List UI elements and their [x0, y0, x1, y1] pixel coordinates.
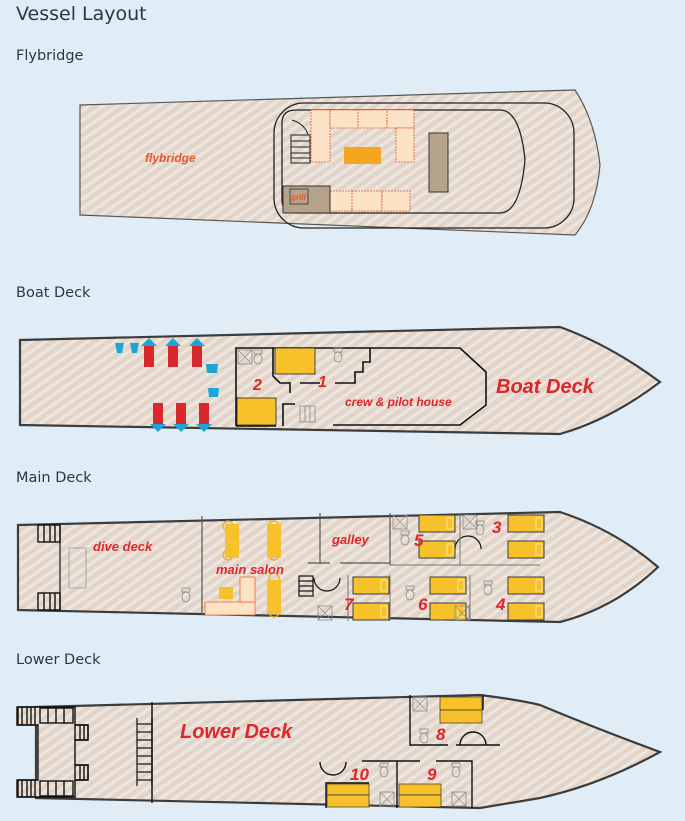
main-deck-hull: [16, 510, 660, 624]
cabin-4-number: 4: [495, 595, 506, 614]
lower-deck-beds: [326, 696, 483, 808]
cabin-6-number: 6: [418, 595, 428, 614]
dining-tables: [222, 520, 281, 618]
cabin-5-number: 5: [414, 531, 424, 550]
salon-sofa: [204, 576, 256, 616]
stern-steps: [16, 706, 89, 798]
ladder: [136, 718, 153, 786]
coffee-table: [219, 587, 233, 599]
boat-deck-label: Boat Deck: [496, 376, 595, 398]
lower-deck-heading: Lower Deck: [16, 652, 101, 668]
dive-deck-label: dive deck: [93, 539, 153, 554]
cabin-9-number: 9: [427, 765, 437, 784]
main-deck-heading: Main Deck: [16, 470, 92, 486]
flybridge-table: [344, 147, 381, 164]
cabin-1-number: 1: [318, 374, 327, 391]
dive-bench: [68, 547, 87, 589]
boat-deck-plan: 2 1 crew & pilot house Boat Deck: [18, 325, 662, 436]
page-title: Vessel Layout: [16, 3, 147, 25]
main-deck-plan: dive deck main salon galley 3 4 5 6 7: [16, 510, 660, 624]
cabin-1-bed: [274, 347, 316, 375]
dive-tanks: [115, 338, 219, 432]
helm-console: [428, 132, 449, 193]
lower-deck-label: Lower Deck: [180, 721, 293, 743]
swim-platform-stairs: [37, 524, 61, 611]
sofa-u: [310, 109, 415, 212]
galley-label: galley: [331, 532, 370, 547]
flybridge-stairs: [290, 119, 311, 164]
flybridge-rail-outer: [273, 102, 575, 229]
cabin-10-number: 10: [350, 765, 369, 784]
cabin-3-number: 3: [492, 518, 502, 537]
cabin-7-number: 7: [344, 595, 355, 614]
flybridge-plan: grill flybridge: [79, 89, 601, 236]
boat-deck-heading: Boat Deck: [16, 285, 91, 301]
flybridge-hull: [79, 89, 601, 236]
cabin-8-number: 8: [436, 725, 446, 744]
cabin-2-bed: [236, 397, 277, 426]
flybridge-rail-inner: [281, 109, 526, 214]
flybridge-area-label: flybridge: [145, 151, 196, 165]
lower-cabin-walls: [319, 695, 500, 808]
crew-pilot-house-label: crew & pilot house: [345, 395, 452, 409]
lower-deck-hull: [34, 693, 663, 810]
grill-label: grill: [290, 193, 306, 202]
lower-deck-plan: Lower Deck 8 9 10: [16, 693, 663, 810]
cabin-2-number: 2: [252, 377, 262, 394]
flybridge-heading: Flybridge: [16, 48, 84, 64]
main-salon-label: main salon: [216, 562, 284, 577]
